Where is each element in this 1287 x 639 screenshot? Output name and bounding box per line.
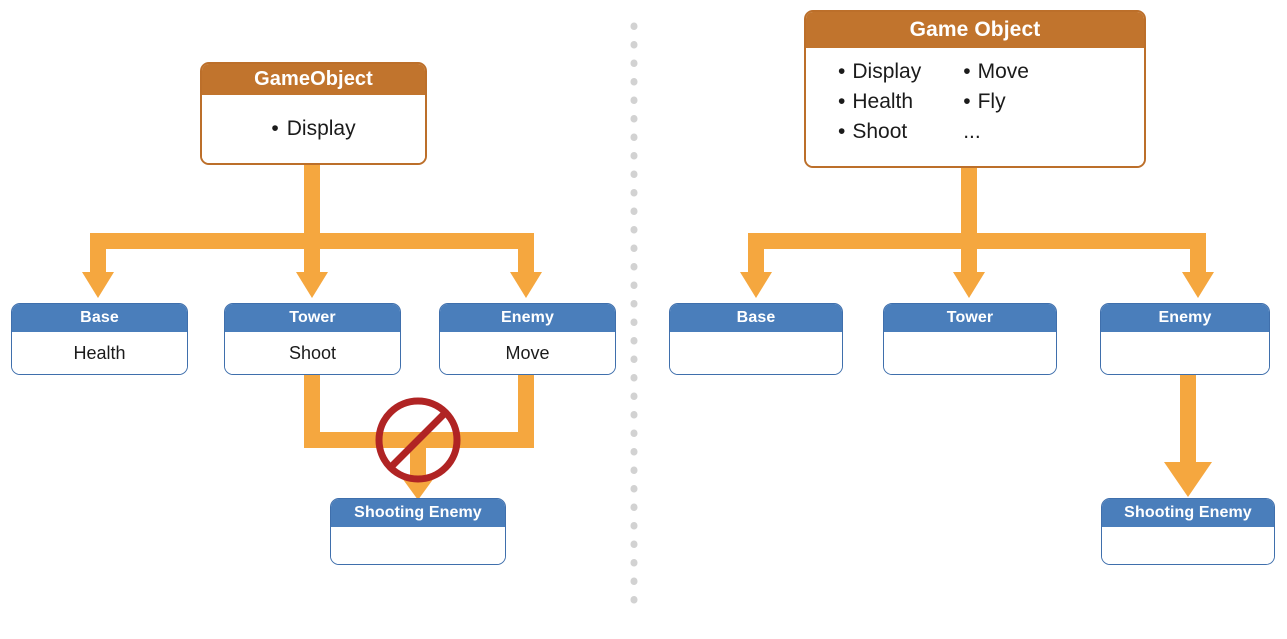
node-title: Base [670, 304, 842, 332]
feature-item: • Move [963, 57, 1029, 87]
node-body: • Display [202, 95, 425, 163]
feature-column-1: •Display •Health •Shoot [838, 57, 921, 146]
node-title: GameObject [202, 64, 425, 95]
node-feature [1101, 332, 1269, 374]
feature-item: •Shoot [838, 117, 921, 147]
node-tower-left[interactable]: Tower Shoot [224, 303, 401, 375]
node-title: Tower [225, 304, 400, 332]
node-enemy-right[interactable]: Enemy [1100, 303, 1270, 375]
feature-label: Display [852, 60, 922, 83]
node-title: Game Object [806, 12, 1144, 48]
node-shooting-enemy-left[interactable]: Shooting Enemy [330, 498, 506, 565]
feature-columns: •Display •Health •Shoot •Move •Fly [838, 57, 1144, 146]
feature-item-ellipsis: ... [963, 117, 1029, 147]
node-feature: Shoot [225, 332, 400, 374]
feature-bullet: • [963, 60, 971, 83]
feature-label: Health [852, 89, 914, 113]
feature-label: Display [286, 117, 356, 140]
node-base-left[interactable]: Base Health [11, 303, 188, 375]
node-title: Enemy [440, 304, 615, 332]
node-title: Tower [884, 304, 1056, 332]
node-feature: Health [12, 332, 187, 374]
node-feature: Move [440, 332, 615, 374]
node-feature [1102, 527, 1274, 564]
no-entry-icon [375, 397, 461, 483]
feature-column-2: •Move •Fly ... [963, 57, 1029, 146]
right-inheritance-arrows [740, 168, 1214, 298]
feature-bullet: • [838, 60, 846, 83]
node-base-right[interactable]: Base [669, 303, 843, 375]
panel-divider [630, 22, 638, 622]
feature-label: Shoot [852, 119, 908, 143]
node-enemy-left[interactable]: Enemy Move [439, 303, 616, 375]
feature-label: ... [963, 119, 981, 143]
right-single-inheritance-arrow [1164, 375, 1212, 497]
feature-item: •Fly [963, 87, 1029, 117]
feature-item: • Display [838, 57, 921, 87]
feature-bullet: • [271, 117, 279, 140]
node-title: Shooting Enemy [1102, 499, 1274, 527]
node-feature [331, 527, 505, 564]
feature-label: Move [977, 60, 1029, 83]
feature-bullet: • [838, 119, 846, 143]
feature-bullet: • [963, 89, 971, 113]
node-title: Enemy [1101, 304, 1269, 332]
node-tower-right[interactable]: Tower [883, 303, 1057, 375]
feature-bullet: • [838, 89, 846, 113]
node-body: •Display •Health •Shoot •Move •Fly [806, 48, 1144, 166]
feature-item: •Health [838, 87, 921, 117]
node-shooting-enemy-right[interactable]: Shooting Enemy [1101, 498, 1275, 565]
node-gameobject-left[interactable]: GameObject • Display [200, 62, 427, 165]
node-gameobject-right[interactable]: Game Object •Display •Health •Shoot [804, 10, 1146, 168]
node-title: Base [12, 304, 187, 332]
left-inheritance-arrows [82, 164, 542, 298]
node-feature [884, 332, 1056, 374]
node-title: Shooting Enemy [331, 499, 505, 527]
feature-label: Fly [977, 89, 1006, 113]
node-feature [670, 332, 842, 374]
